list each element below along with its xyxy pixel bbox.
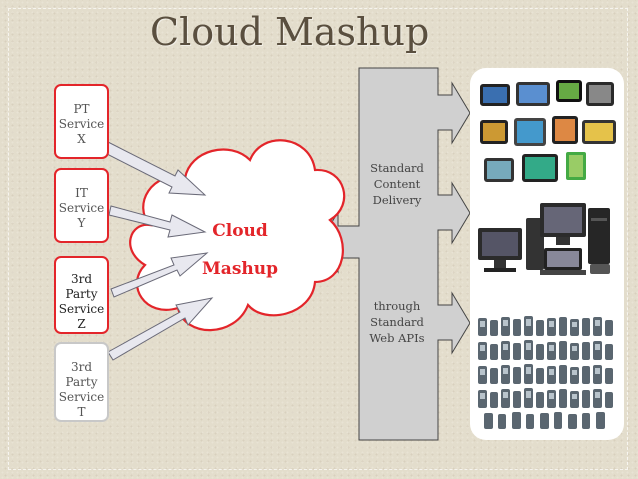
service-box-it-y: IT Service Y <box>54 168 109 243</box>
delivery-line1: Standard <box>370 161 424 175</box>
cloud-label-line1: Cloud <box>212 221 268 241</box>
apis-line2: Standard <box>370 315 424 329</box>
service-box-pt-x: PT Service X <box>54 84 109 159</box>
slide-frame <box>8 8 628 470</box>
apis-line1: through <box>373 299 421 313</box>
tablets-icon <box>480 80 616 182</box>
arrow-service-x <box>104 141 207 196</box>
cloud-label: Cloud Mashup <box>190 212 290 288</box>
delivery-line2: Content <box>373 177 421 191</box>
service-label-line3: X <box>77 132 86 146</box>
arrow-service-y <box>108 205 207 238</box>
delivery-label: Standard Content Delivery <box>360 160 434 208</box>
mobile-phones-icon <box>478 316 613 429</box>
service-label-line1: PT <box>73 102 90 116</box>
cloud-label-line2: Mashup <box>201 259 278 279</box>
web-apis-label: through Standard Web APIs <box>360 298 434 346</box>
service-label-line2: Service <box>58 302 105 316</box>
devices-art <box>478 80 616 429</box>
service-label-line1: 3rd Party <box>65 360 98 389</box>
desktop-computers-icon <box>478 203 610 275</box>
apis-line3: Web APIs <box>369 331 425 345</box>
delivery-line3: Delivery <box>372 193 422 207</box>
devices-panel <box>470 68 624 440</box>
service-label-line2: Service <box>58 390 105 404</box>
arrow-service-z <box>110 252 209 298</box>
service-box-3rd-party-t: 3rd Party Service T <box>54 342 109 422</box>
service-label-line2: Service <box>58 117 105 131</box>
service-label-line1: 3rd Party <box>65 272 98 301</box>
service-label-line2: Service <box>58 201 105 215</box>
service-label-line3: Z <box>77 317 86 331</box>
service-box-3rd-party-z: 3rd Party Service Z <box>54 256 109 334</box>
service-label-line3: Y <box>77 216 86 230</box>
arrow-service-t <box>107 297 214 361</box>
service-label-line1: IT <box>75 186 88 200</box>
service-label-line3: T <box>77 405 86 419</box>
slide-title: Cloud Mashup <box>150 10 430 54</box>
